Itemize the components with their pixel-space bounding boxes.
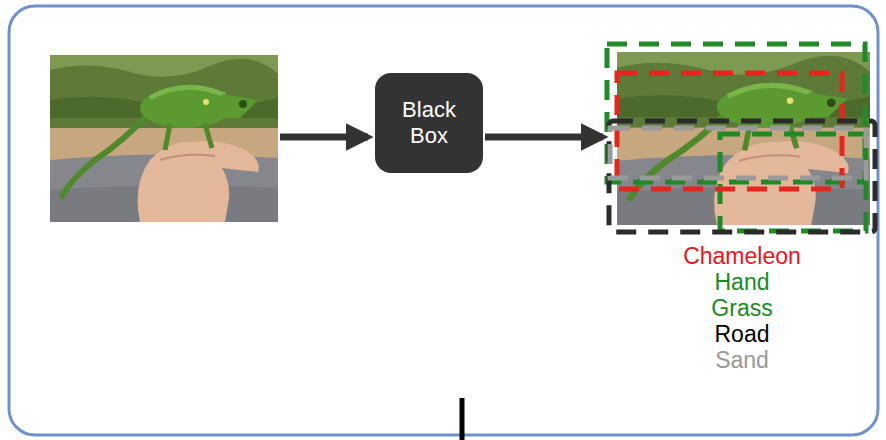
class-label: Chameleon xyxy=(683,243,801,269)
class-label: Hand xyxy=(715,269,770,295)
grass-box xyxy=(607,44,865,182)
class-label: Grass xyxy=(711,295,772,321)
box-label: Black Box xyxy=(391,97,467,149)
frame xyxy=(9,6,878,435)
road-box xyxy=(609,121,875,232)
input-photo xyxy=(50,55,278,222)
sand-box xyxy=(610,128,866,178)
black-box: Black Box xyxy=(375,73,483,173)
chameleon-box xyxy=(617,73,842,189)
class-label: Sand xyxy=(715,347,769,373)
output-photo xyxy=(617,52,870,225)
connector-stub xyxy=(460,398,465,440)
class-label: Road xyxy=(715,321,770,347)
flow-arrow xyxy=(485,134,603,141)
flow-arrow xyxy=(280,134,368,141)
